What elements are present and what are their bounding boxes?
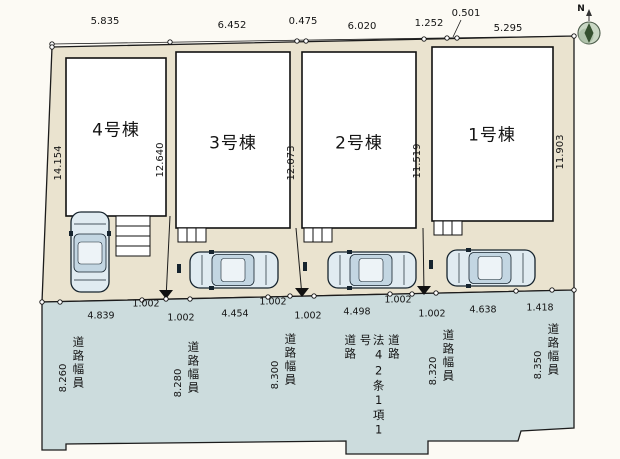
dim-bottom-4: 4.454 [221, 308, 249, 320]
dim-top-3: 0.475 [288, 16, 318, 27]
dim-bottom-3: 1.002 [167, 312, 195, 324]
compass-icon [577, 9, 601, 45]
road-type-line-3: 道路 [343, 334, 358, 361]
road-area [41, 289, 575, 455]
dim-side-3: 12.073 [286, 145, 297, 181]
building-label-1: 1号棟 [468, 125, 516, 146]
lot-divider-lines [165, 215, 425, 300]
road-width-value-2: 8.280 [173, 368, 184, 398]
dim-side-4: 12.640 [155, 142, 166, 178]
dim-bottom-5: 1.002 [259, 296, 287, 308]
road-width-title-3: 道路幅員 [283, 333, 298, 387]
dim-top-2: 6.452 [217, 20, 247, 31]
building-2 [301, 51, 417, 229]
dim-bottom-8: 1.002 [384, 294, 412, 306]
survey-points-top [39, 33, 577, 305]
boundary-posts [177, 260, 433, 273]
road-width-value-3: 8.300 [270, 360, 281, 390]
compass-north-label: N [577, 4, 585, 14]
dim-bottom-1: 4.839 [87, 310, 115, 322]
road-width-value-4: 8.320 [428, 356, 439, 386]
dim-top-7: 5.295 [493, 23, 523, 34]
dim-bottom-6: 1.002 [294, 310, 322, 322]
building-1 [431, 46, 554, 222]
dim-bottom-2: 1.002 [132, 298, 160, 310]
dim-top-5: 1.252 [414, 18, 444, 29]
entrance-steps [115, 215, 463, 257]
road-width-title-1: 道路幅員 [71, 336, 86, 390]
top-dimension-line [51, 19, 575, 45]
road-width-title-2: 道路幅員 [186, 341, 201, 395]
dim-top-4: 6.020 [347, 21, 377, 32]
road-type-line-1: 道路 [386, 334, 401, 361]
road-width-title-5: 道路幅員 [546, 323, 561, 377]
building-3 [175, 51, 291, 229]
dim-top-1: 5.835 [90, 16, 120, 27]
dim-bottom-11: 1.418 [526, 302, 554, 314]
survey-triangles [159, 286, 431, 299]
dim-top-6: 0.501 [451, 8, 481, 19]
building-label-4: 4号棟 [92, 120, 140, 141]
dim-side-2: 11.519 [412, 143, 423, 179]
road-width-value-5: 8.350 [533, 350, 544, 380]
road-width-title-4: 道路幅員 [441, 329, 456, 383]
building-outlines [65, 46, 554, 229]
car-icon [327, 249, 417, 291]
car-icon [68, 211, 112, 293]
building-label-3: 3号棟 [209, 133, 257, 154]
dim-side-1: 11.903 [555, 134, 566, 170]
road-width-value-1: 8.260 [58, 363, 69, 393]
car-icon [189, 249, 279, 291]
dim-bottom-10: 4.638 [469, 304, 497, 316]
dim-bottom-9: 1.002 [418, 308, 446, 320]
building-label-2: 2号棟 [335, 133, 383, 154]
building-4 [65, 57, 167, 217]
dim-bottom-7: 4.498 [343, 306, 371, 318]
road-type-line-2: 法42条1項1号 [358, 334, 386, 439]
survey-points-bottom [57, 287, 555, 305]
dim-left: 14.154 [53, 145, 64, 181]
road-type-label: 道路 法42条1項1号 道路 [341, 334, 402, 446]
car-icon [446, 247, 536, 289]
